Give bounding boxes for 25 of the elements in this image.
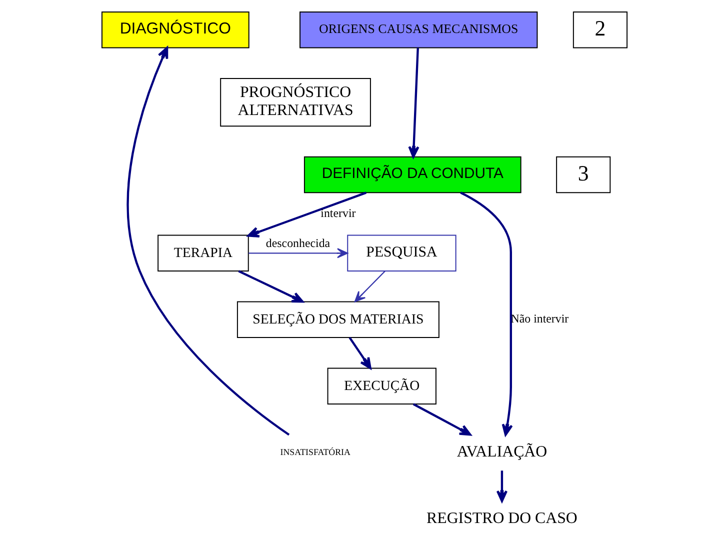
arrow <box>238 270 304 303</box>
node-box: ORIGENS CAUSAS MECANISMOS <box>298 11 538 48</box>
node-box: TERAPIA <box>157 234 248 272</box>
arrow <box>354 270 385 302</box>
arrow <box>412 403 471 436</box>
node-box: PESQUISA <box>346 234 456 272</box>
node-box: 3 <box>556 156 610 194</box>
arrow <box>126 46 290 436</box>
arrow <box>408 48 419 158</box>
node-box: SELEÇÃO DOS MATERIAIS <box>236 301 439 338</box>
edge-label: intervir <box>320 206 356 220</box>
node-text: INSATISFATÓRIA <box>280 446 350 457</box>
arrow <box>496 470 508 502</box>
node-box: PROGNÓSTICO ALTERNATIVAS <box>220 78 370 127</box>
node-box: DIAGNÓSTICO <box>100 11 249 48</box>
node-text: REGISTRO DO CASO <box>426 510 577 527</box>
arrow <box>348 337 371 370</box>
arrow <box>248 248 348 258</box>
arrow <box>246 192 366 238</box>
node-box: EXECUÇÃO <box>326 368 436 405</box>
arrow <box>460 192 512 436</box>
node-box: DEFINIÇÃO DA CONDUTA <box>303 156 521 194</box>
node-text: AVALIAÇÃO <box>456 443 547 460</box>
node-box: 2 <box>572 11 628 48</box>
edge-label: desconhecida <box>265 236 330 250</box>
